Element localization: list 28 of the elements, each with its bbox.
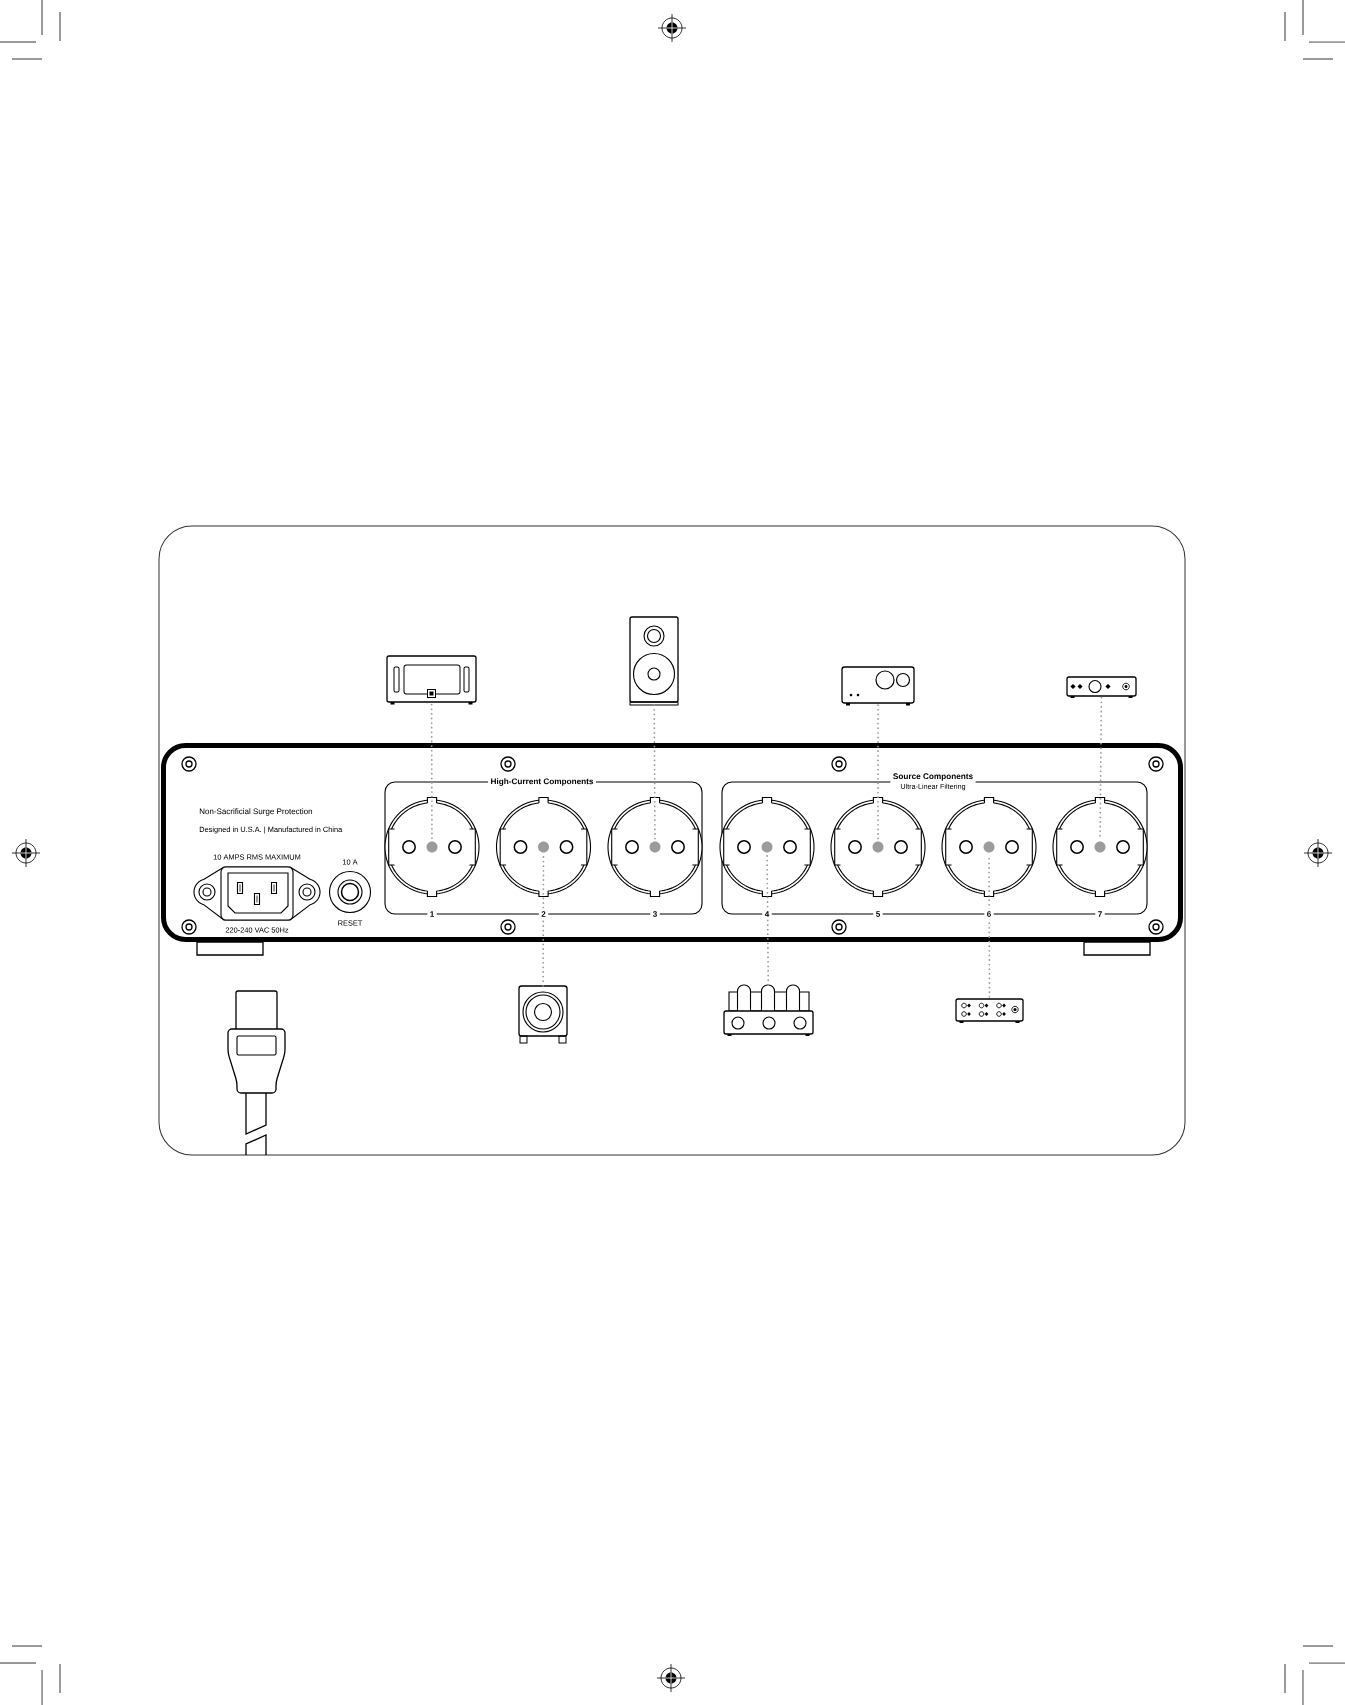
leader-line: [430, 703, 433, 840]
group-heading: High-Current Components: [488, 775, 596, 789]
audio-component-icon: [955, 998, 1024, 1023]
speaker-icon: [629, 616, 679, 706]
power-socket: [607, 796, 703, 898]
leader-line: [542, 854, 545, 987]
subwoofer-icon: [518, 985, 568, 1044]
amplifier-icon: [841, 666, 915, 706]
socket-number: 1: [427, 908, 437, 920]
socket-number: 2: [538, 908, 549, 920]
leader-line: [766, 854, 770, 986]
power-socket: [830, 796, 926, 898]
power-socket: [384, 796, 480, 898]
socket-number: 4: [762, 908, 772, 920]
panel-text: Non-Sacrificial Surge Protection: [199, 808, 313, 816]
socket-number: 5: [873, 908, 883, 920]
tube-amplifier-icon: [723, 984, 814, 1036]
leader-line: [877, 704, 879, 840]
power-socket: [495, 796, 592, 898]
leader-line: [653, 704, 656, 840]
power-socket: [719, 796, 815, 898]
socket-number: 7: [1095, 908, 1105, 920]
power-socket: [1052, 796, 1148, 898]
socket-number: 3: [650, 908, 660, 920]
audio-component-icon: [1066, 676, 1137, 698]
power-socket: [941, 796, 1037, 898]
power-amplifier-icon: [386, 655, 477, 705]
socket-number: 6: [984, 908, 994, 920]
